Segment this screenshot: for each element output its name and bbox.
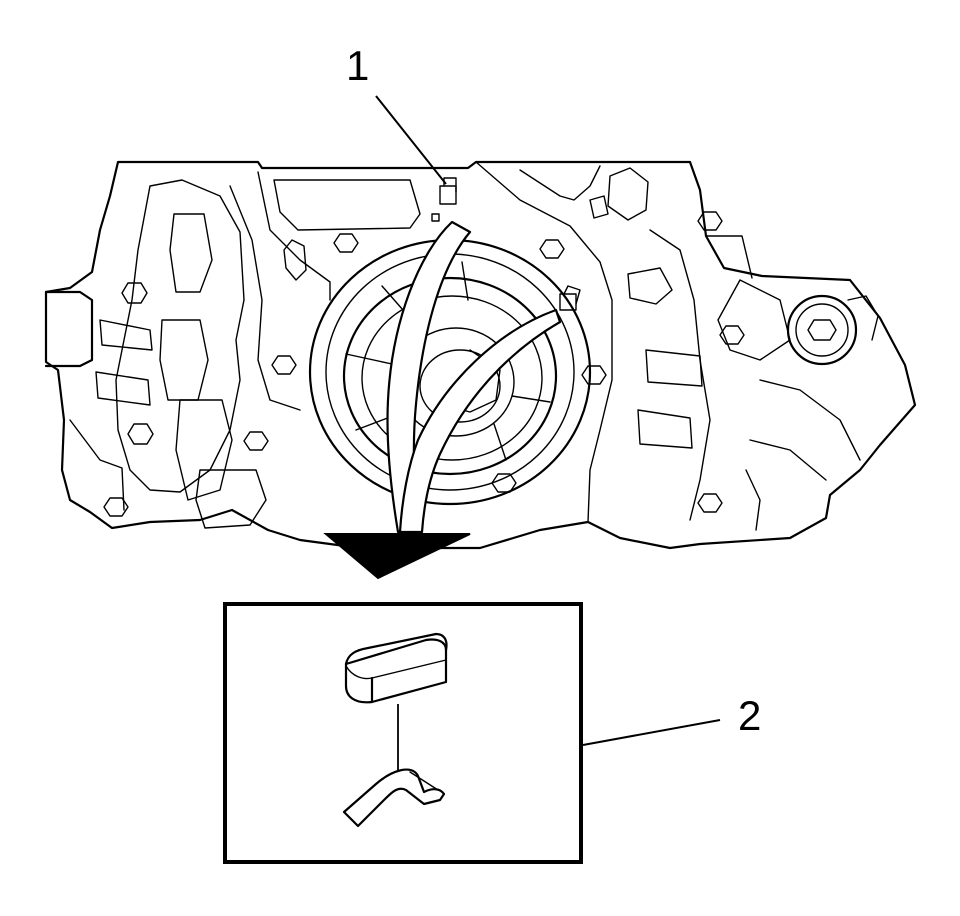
- crankshaft-seal-housing: [308, 238, 592, 506]
- callout-1: 1: [346, 42, 447, 185]
- callout-label-2: 2: [738, 692, 761, 739]
- callout-label-1: 1: [346, 42, 369, 89]
- leader-line-1: [375, 95, 447, 185]
- right-bolts: [491, 211, 745, 513]
- leader-line-2: [582, 719, 721, 746]
- large-bolt-head: [786, 294, 879, 366]
- detail-inset: [223, 602, 583, 864]
- removal-arrow: [323, 220, 562, 580]
- detail-inset-frame: [223, 602, 583, 864]
- engine-housing: [44, 160, 917, 550]
- arrow-head: [323, 533, 471, 580]
- retaining-clip-part: [342, 768, 446, 828]
- left-bolts: [103, 233, 359, 517]
- callout-2: 2: [582, 692, 761, 746]
- seal-block-part: [344, 632, 448, 704]
- clip-location-top: [431, 177, 457, 222]
